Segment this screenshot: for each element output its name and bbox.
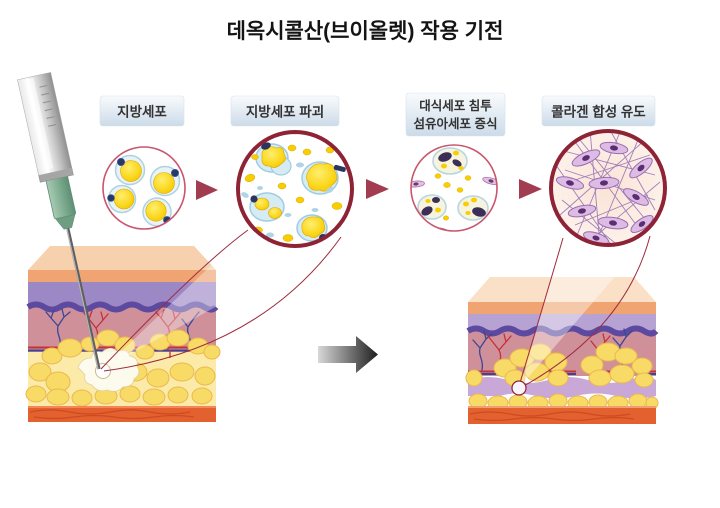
fat-cell-icon [107,184,137,214]
burst-cell-icon [255,142,292,176]
dermis-wavy-band [466,325,659,337]
magnifier-cone-right [520,236,650,387]
step-label-text: 대식세포 침투 [419,98,492,113]
collagen-synthesis-circle [549,129,667,247]
step-label-box [405,92,506,137]
syringe-hub [45,175,76,220]
page-title: 데옥시콜산(브이올렛) 작용 기전 [227,20,504,43]
step-arrow-icon [519,179,542,199]
macrophage-icon [417,194,447,220]
callout-line [100,229,249,370]
step-label-text: 섬유아세포 증식 [414,116,498,131]
skin-before-block [25,246,221,422]
epidermis-layer [28,270,216,282]
vein-icon [45,308,71,349]
step-label-text: 지방세포 [117,104,167,120]
macrophage-icon [457,195,489,221]
epidermis-top-face [28,246,216,270]
barrel-shine [24,78,54,171]
step-arrow-icon [196,180,218,200]
callout-line [103,236,342,372]
fat-muscle-boundary [468,406,656,408]
step-label-4: 콜라겐 합성 유도 [541,95,656,127]
fat-lobules [25,329,221,407]
magnifier-target-circle [511,380,527,396]
macrophage-icon [432,147,468,175]
callout-lines [100,229,651,388]
burst-cell-icon [249,192,285,222]
fibroblast-icons [555,141,654,245]
dermis-purple-layer [28,282,216,306]
syringe [17,72,101,370]
step-label-text: 콜라겐 합성 유도 [551,104,646,120]
fat-cell-icon [114,154,146,186]
fat-cell-icon [149,165,181,197]
fat-cells-content [107,154,181,227]
magnifier-circle-border [549,129,667,247]
destroyed-cells-content [241,132,346,242]
collagen-content [555,131,661,245]
callout-line [521,235,651,388]
fat-cell-icon [142,197,172,227]
step-label-1: 지방세포 [99,95,185,127]
muscle-fibers [29,409,195,420]
muscle-layer [468,408,656,424]
dermis-purple-layer [468,314,656,330]
step-label-box [99,95,185,127]
needle-highlight [65,226,99,370]
big-right-arrow-icon [318,336,378,373]
epidermis-layer [468,302,656,314]
fat-cell-destruction-circle [236,130,354,248]
magnifier-circle-border [102,146,186,230]
step-label-2: 지방세포 파괴 [230,95,340,127]
fat-droplets [434,173,472,221]
burst-cell-icon [301,161,346,195]
muscle-fibers [469,411,635,422]
step-label-3: 대식세포 침투 섬유아세포 증식 [405,92,506,137]
epidermis-top-face [468,277,656,302]
muscle-layer [28,406,216,422]
step-arrow-icon [366,179,389,199]
step-label-text: 지방세포 파괴 [246,104,324,120]
step-label-box [230,95,340,127]
magnifier-cone-left [102,230,341,370]
magnifier-circle-border [236,130,354,248]
skin-after-block [465,277,659,424]
callout-line [518,237,564,387]
macrophage-fibroblast-circle [410,144,498,232]
muscle-highlight [28,406,216,408]
vein-icon [472,330,493,371]
fat-cells-circle [102,146,186,230]
magnifier-circle-border [410,144,498,232]
barrel-graduations [39,84,57,127]
step-label-box [541,95,656,127]
dermis-wavy-band [26,301,219,313]
